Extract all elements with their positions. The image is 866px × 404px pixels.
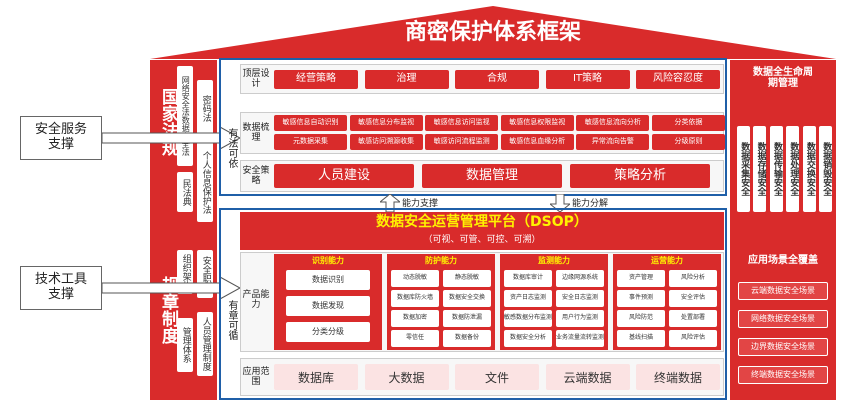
row2-item-bottom: 分级原则 <box>652 134 725 150</box>
lifecycle-item: 数据交换安全 <box>802 126 816 212</box>
row2-item-top: 分类依据 <box>652 115 725 131</box>
scene-item: 云端数据安全场景 <box>738 282 828 300</box>
row2-item-top: 敏感信息权限监视 <box>500 115 574 131</box>
row2-item-top: 敏感信息自动识别 <box>274 115 347 131</box>
upper-side-label: 有法可依 <box>226 128 237 168</box>
scene-title: 应用场景全覆盖 <box>748 254 818 266</box>
capability-group-title: 监测能力 <box>538 255 570 265</box>
lower-section <box>219 208 727 400</box>
capability-item: 数据防泄漏 <box>443 310 491 327</box>
capability-item: 数据备份 <box>443 330 491 347</box>
law-crypto: 密码法 <box>197 80 213 136</box>
law-personal-info: 个人信息保护法 <box>197 142 213 222</box>
capability-item: 资产日志监测 <box>504 290 552 307</box>
capability-item: 静态脱敏 <box>443 270 491 287</box>
lifecycle-item: 数据存储安全 <box>753 126 767 212</box>
tech-tools-label: 技术工具支撑 <box>20 266 102 310</box>
arrow-left-label: 能力支撑 <box>402 199 439 209</box>
upper-section <box>219 58 727 196</box>
row2-item-top: 敏感信息分布监视 <box>349 115 423 131</box>
row1-label: 顶层设计 <box>242 68 270 89</box>
capability-group-title: 防护能力 <box>425 255 457 265</box>
row3-item: 人员建设 <box>274 164 414 188</box>
row2-item-bottom: 敏感信息血缘分析 <box>500 134 574 150</box>
capability-item: 资产管理 <box>617 270 665 287</box>
page-title: 商密保护体系框架 <box>404 19 581 45</box>
row1-item: 治理 <box>364 70 449 89</box>
platform-title: 数据安全运营管理平台（DSOP） <box>376 214 588 231</box>
capability-item: 数据安全交换 <box>443 290 491 307</box>
scene-item: 边界数据安全场景 <box>738 338 828 356</box>
lifecycle-title: 数据全生命周期管理 <box>753 67 813 89</box>
capability-item: 数据库防火墙 <box>391 290 439 307</box>
capability-item: 业务流量流转监测 <box>556 330 604 347</box>
capability-item: 风险评估 <box>669 330 717 347</box>
capability-item: 数据库审计 <box>504 270 552 287</box>
capability-item: 数据加密 <box>391 310 439 327</box>
scope-item: 文件 <box>455 364 539 390</box>
capability-item: 基线扫描 <box>617 330 665 347</box>
capability-item: 安全评估 <box>669 290 717 307</box>
scope-item: 大数据 <box>364 364 449 390</box>
platform-subtitle: （可视、可管、可控、可溯） <box>423 235 541 246</box>
arrow-right-label: 能力分解 <box>572 199 609 209</box>
security-service-label: 安全服务支撑 <box>20 116 102 160</box>
row2-item-bottom: 敏感访问溯源收集 <box>349 134 423 150</box>
capability-item: 风险分析 <box>669 270 717 287</box>
rule-personnel: 人员管理制度 <box>197 312 213 376</box>
law-civil-code: 民法典 <box>177 172 193 212</box>
product-label: 产品能力 <box>242 289 270 310</box>
lifecycle-item: 数据处理安全 <box>786 126 800 212</box>
capability-group-title: 运营能力 <box>651 255 683 265</box>
scene-item: 网络数据安全场景 <box>738 310 828 328</box>
row2-item-bottom: 元数据采集 <box>274 134 347 150</box>
law-network-security: 网络安全法数据安全法 <box>177 66 193 166</box>
capability-item: 风险防范 <box>617 310 665 327</box>
capability-item: 安全日志监测 <box>556 290 604 307</box>
row3-item: 数据管理 <box>422 164 562 188</box>
row3-item: 策略分析 <box>570 164 710 188</box>
capability-item: 动态脱敏 <box>391 270 439 287</box>
arrow-up-icon <box>380 194 400 212</box>
scope-item: 云端数据 <box>545 364 630 390</box>
capability-item: 数据识别 <box>286 270 370 290</box>
rule-system: 管理体系 <box>177 318 193 372</box>
row2-item-top: 敏感信息流向分析 <box>576 115 650 131</box>
row2-item-top: 敏感信息访问监视 <box>425 115 499 131</box>
lower-side-label: 有章可循 <box>226 300 237 340</box>
row3-label: 安全策略 <box>242 165 270 186</box>
capability-item: 敏感数据分布监测 <box>504 310 552 327</box>
row2-item-bottom: 异常流向告警 <box>576 134 650 150</box>
scope-label: 应用范围 <box>242 366 270 387</box>
lifecycle-item: 数据传输安全 <box>769 126 783 212</box>
capability-item: 数据发现 <box>286 296 370 316</box>
capability-item: 零信任 <box>391 330 439 347</box>
row1-item: 经营策略 <box>274 70 358 89</box>
dsop-platform <box>240 212 724 250</box>
capability-item: 处置部署 <box>669 310 717 327</box>
scene-item: 终端数据安全场景 <box>738 366 828 384</box>
row1-item: 合规 <box>455 70 539 89</box>
row2-label: 数据梳理 <box>242 122 270 143</box>
lifecycle-item: 数据采集安全 <box>737 126 750 212</box>
row2-item-bottom: 敏感访问流程监测 <box>425 134 499 150</box>
capability-item: 边缘网源系统 <box>556 270 604 287</box>
roof <box>150 6 836 59</box>
capability-group-title: 识别能力 <box>312 255 344 265</box>
capability-item: 数据安全分析 <box>504 330 552 347</box>
scope-item: 数据库 <box>274 364 358 390</box>
row1-item: 风险容忍度 <box>636 70 720 89</box>
row1-item: IT策略 <box>545 70 630 89</box>
capability-item: 事件预测 <box>617 290 665 307</box>
capability-item: 用户行为监测 <box>556 310 604 327</box>
capability-item: 分类分级 <box>286 322 370 342</box>
scope-item: 终端数据 <box>636 364 720 390</box>
lifecycle-item: 数据销毁安全 <box>819 126 832 212</box>
